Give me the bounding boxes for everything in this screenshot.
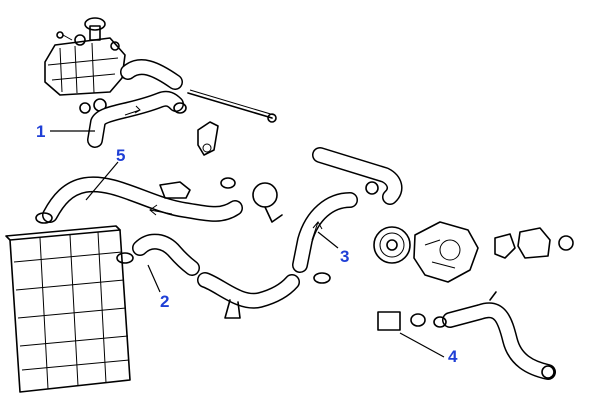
hose-1	[87, 90, 187, 148]
hose-2	[116, 233, 200, 276]
callout-4: 4	[448, 347, 458, 366]
callout-2: 2	[160, 292, 169, 311]
rod	[187, 89, 277, 123]
water-pump	[413, 221, 479, 283]
upper-pipe	[312, 147, 403, 205]
metal-pipe	[197, 272, 300, 319]
tank-overflow-hose	[120, 59, 183, 90]
callout-1: 1	[36, 122, 45, 141]
outlet-pipe-4	[377, 291, 556, 380]
clip-parts	[159, 177, 283, 223]
leader-lines	[50, 130, 445, 358]
callout-5: 5	[116, 146, 125, 165]
radiator	[5, 225, 131, 393]
callout-3: 3	[340, 247, 349, 266]
hose-5	[35, 176, 243, 224]
expansion-tank	[44, 17, 126, 114]
gasket-thermostat	[494, 227, 574, 259]
pulley	[373, 226, 411, 264]
callout-labels: 1 2 3 4 5	[36, 122, 458, 366]
hose-3	[292, 192, 358, 284]
bracket	[197, 121, 219, 156]
